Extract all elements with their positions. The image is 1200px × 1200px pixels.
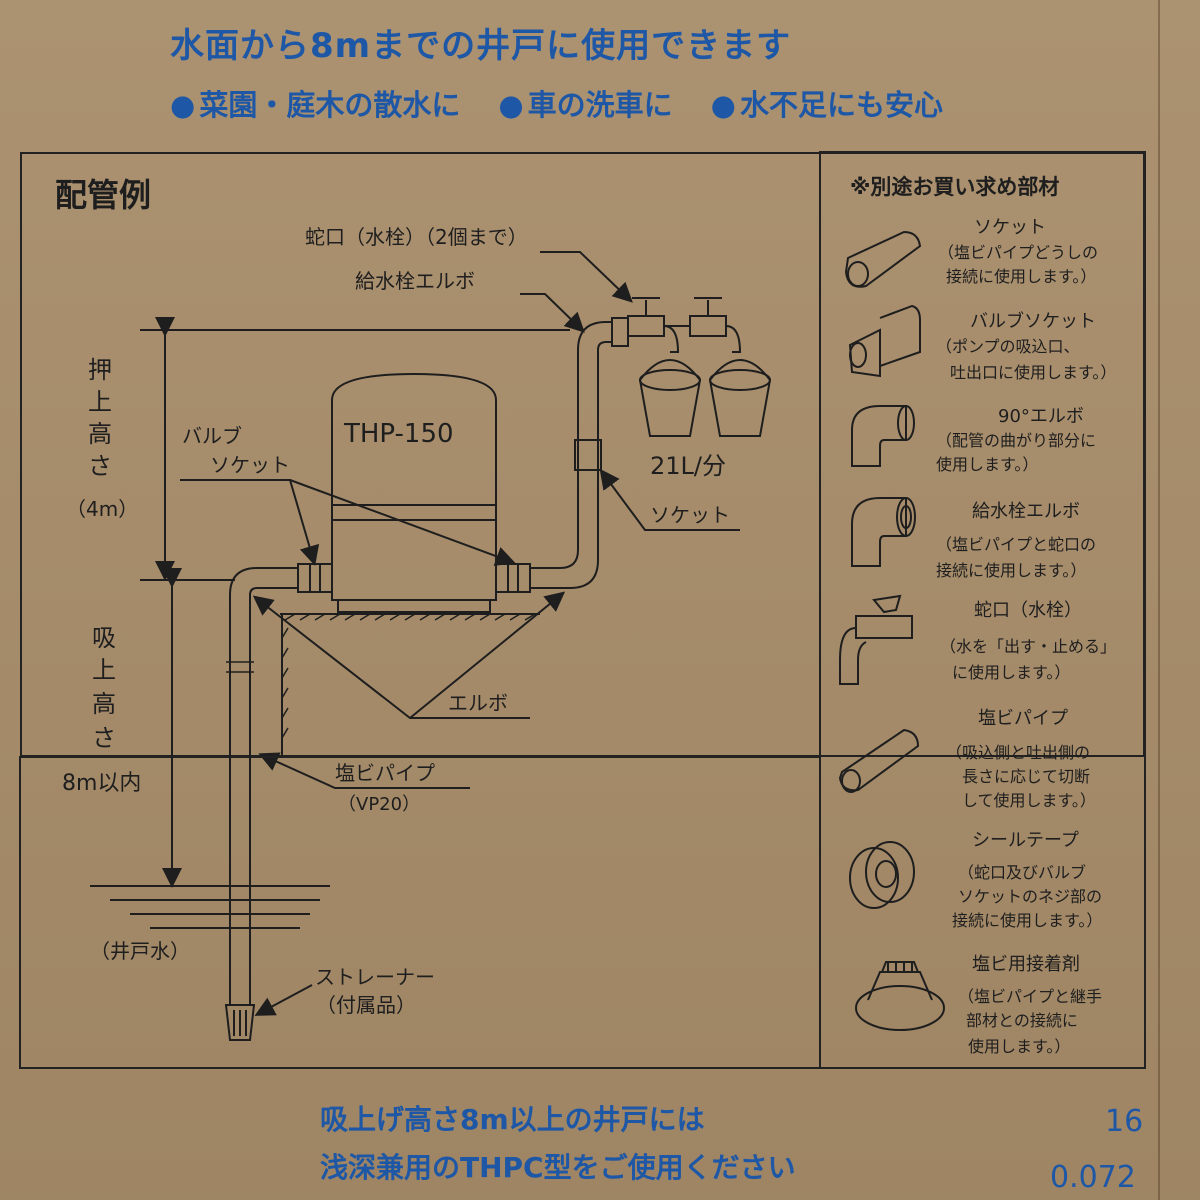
part-desc: （塩ビパイプどうしの bbox=[938, 243, 1098, 262]
part-desc: （ポンプの吸込口、 bbox=[936, 337, 1080, 356]
box-crease bbox=[1158, 0, 1160, 1200]
bullet-icon: ● bbox=[710, 88, 736, 122]
socket-icon bbox=[844, 230, 922, 288]
benefit-item: ●菜園・庭木の散水に bbox=[170, 82, 460, 124]
seal-tape-icon bbox=[849, 841, 915, 909]
part-name: 塩ビパイプ bbox=[978, 708, 1068, 729]
part-desc: 部材との接続に bbox=[966, 1011, 1078, 1030]
diagram-title: 配管例 bbox=[55, 176, 151, 214]
flow-rate-label: 21L/分 bbox=[650, 452, 726, 480]
socket-label: ソケット bbox=[650, 503, 730, 527]
pvc-pipe-spec: （VP20） bbox=[338, 794, 420, 815]
pump-platform bbox=[280, 613, 540, 755]
suction-height-label: さ bbox=[92, 724, 116, 752]
discharge-pipe bbox=[530, 317, 629, 589]
headline: 水面から8mまでの井戸に使用できます bbox=[170, 26, 792, 66]
benefit-text: 菜園・庭木の散水に bbox=[199, 88, 461, 122]
push-height-value: （4m） bbox=[66, 497, 138, 521]
parts-panel-frame bbox=[819, 151, 1146, 1069]
benefit-text: 水不足にも安心 bbox=[739, 88, 943, 122]
suction-height-value: 8m以内 bbox=[62, 771, 141, 796]
part-desc: 接続に使用します。） bbox=[946, 267, 1096, 286]
valve-socket-label: ソケット bbox=[210, 453, 290, 477]
faucet-elbow-leader bbox=[520, 293, 585, 333]
part-name: バルブソケット bbox=[970, 310, 1096, 332]
part-name: ソケット bbox=[974, 217, 1046, 238]
push-height-label: 上 bbox=[88, 388, 112, 416]
part-desc: 長さに応じて切断 bbox=[962, 767, 1090, 786]
valve-socket-right bbox=[495, 563, 531, 593]
faucet-icon bbox=[839, 594, 913, 685]
bullet-icon: ● bbox=[498, 88, 524, 122]
faucet-elbow-label: 給水栓エルボ bbox=[355, 269, 475, 293]
push-height-label: さ bbox=[88, 452, 112, 480]
valve-socket-left bbox=[297, 563, 333, 593]
part-desc: 接続に使用します。） bbox=[936, 561, 1086, 580]
valve-socket-label: バルブ bbox=[182, 424, 242, 448]
elbow-leader bbox=[409, 591, 566, 719]
pvc-pipe-label: 塩ビパイプ bbox=[335, 761, 435, 785]
part-desc: （蛇口及びバルブ bbox=[958, 863, 1086, 882]
valve-socket-leader-right bbox=[289, 479, 516, 566]
faucet-leader bbox=[540, 251, 633, 303]
bullet-icon: ● bbox=[170, 88, 196, 122]
part-desc: ソケットのネジ部の bbox=[958, 887, 1102, 906]
part-name: シールテープ bbox=[972, 830, 1079, 851]
benefit-list: ●菜園・庭木の散水に ●車の洗車に ●水不足にも安心 bbox=[170, 82, 1050, 124]
part-desc: （塩ビパイプと継手 bbox=[958, 987, 1102, 1006]
pvc-pipe-leader bbox=[258, 752, 470, 789]
benefit-item: ●車の洗車に bbox=[498, 82, 672, 124]
part-desc: して使用します。） bbox=[962, 791, 1096, 810]
suction-height-label: 高 bbox=[92, 690, 116, 718]
strainer-icon bbox=[224, 1004, 256, 1041]
valve-socket-leader-left bbox=[180, 479, 320, 566]
push-height-label: 高 bbox=[88, 420, 112, 448]
faucet-icon bbox=[664, 297, 742, 353]
faucet-label: 蛇口（水栓）（2個まで） bbox=[305, 225, 528, 249]
part-desc: に使用します。） bbox=[952, 663, 1070, 682]
pvc-pipe-icon bbox=[838, 728, 920, 793]
parts-panel-title: ※別途お買い求め部材 bbox=[850, 175, 1059, 199]
pump-model-label: THP-150 bbox=[343, 419, 454, 449]
bucket-icon bbox=[639, 359, 701, 437]
part-name: 蛇口（水栓） bbox=[974, 600, 1082, 621]
benefit-item: ●水不足にも安心 bbox=[711, 82, 943, 124]
valve-socket-icon bbox=[848, 304, 921, 378]
footer-line-1: 吸上げ高さ8m以上の井戸には bbox=[320, 1103, 705, 1136]
strainer-label: ストレーナー bbox=[315, 965, 435, 989]
part-desc: 吐出口に使用します。） bbox=[950, 363, 1116, 382]
water-surface bbox=[90, 885, 330, 929]
part-desc: （配管の曲がり部分に bbox=[936, 431, 1096, 450]
part-desc: 接続に使用します。） bbox=[952, 911, 1102, 930]
strainer-note: （付属品） bbox=[316, 993, 416, 1017]
part-desc: （吸込側と吐出側の bbox=[946, 743, 1090, 762]
push-height-label: 押 bbox=[88, 356, 112, 384]
elbow-label: エルボ bbox=[448, 691, 508, 715]
socket-leader bbox=[599, 468, 740, 531]
strainer-leader bbox=[254, 984, 313, 1016]
suction-height-label: 吸 bbox=[92, 624, 116, 652]
part-desc: （水を「出す・止める」 bbox=[940, 637, 1116, 656]
part-desc: （塩ビパイプと蛇口の bbox=[936, 535, 1096, 554]
faucet-elbow-icon bbox=[851, 497, 916, 567]
elbow-90-icon bbox=[851, 405, 915, 467]
part-desc: 使用します。） bbox=[936, 455, 1038, 474]
footer-code-1: 16 bbox=[1105, 1104, 1144, 1139]
suction-pipe bbox=[226, 567, 298, 1005]
part-name: 90°エルボ bbox=[998, 406, 1084, 427]
footer-line-2: 浅深兼用のTHPC型をご使用ください bbox=[320, 1151, 796, 1184]
benefit-text: 車の洗車に bbox=[527, 88, 673, 122]
footer-code-2: 0.072 bbox=[1050, 1160, 1136, 1195]
diagram-lower-frame bbox=[19, 756, 821, 1069]
part-name: 給水栓エルボ bbox=[972, 501, 1080, 522]
part-name: 塩ビ用接着剤 bbox=[972, 954, 1080, 975]
part-desc: 使用します。） bbox=[968, 1037, 1070, 1056]
suction-height-label: 上 bbox=[92, 656, 116, 684]
pump-tank bbox=[331, 372, 497, 613]
adhesive-icon bbox=[855, 961, 945, 1031]
well-water-label: （井戸水） bbox=[90, 939, 190, 963]
bucket-icon bbox=[709, 359, 771, 437]
